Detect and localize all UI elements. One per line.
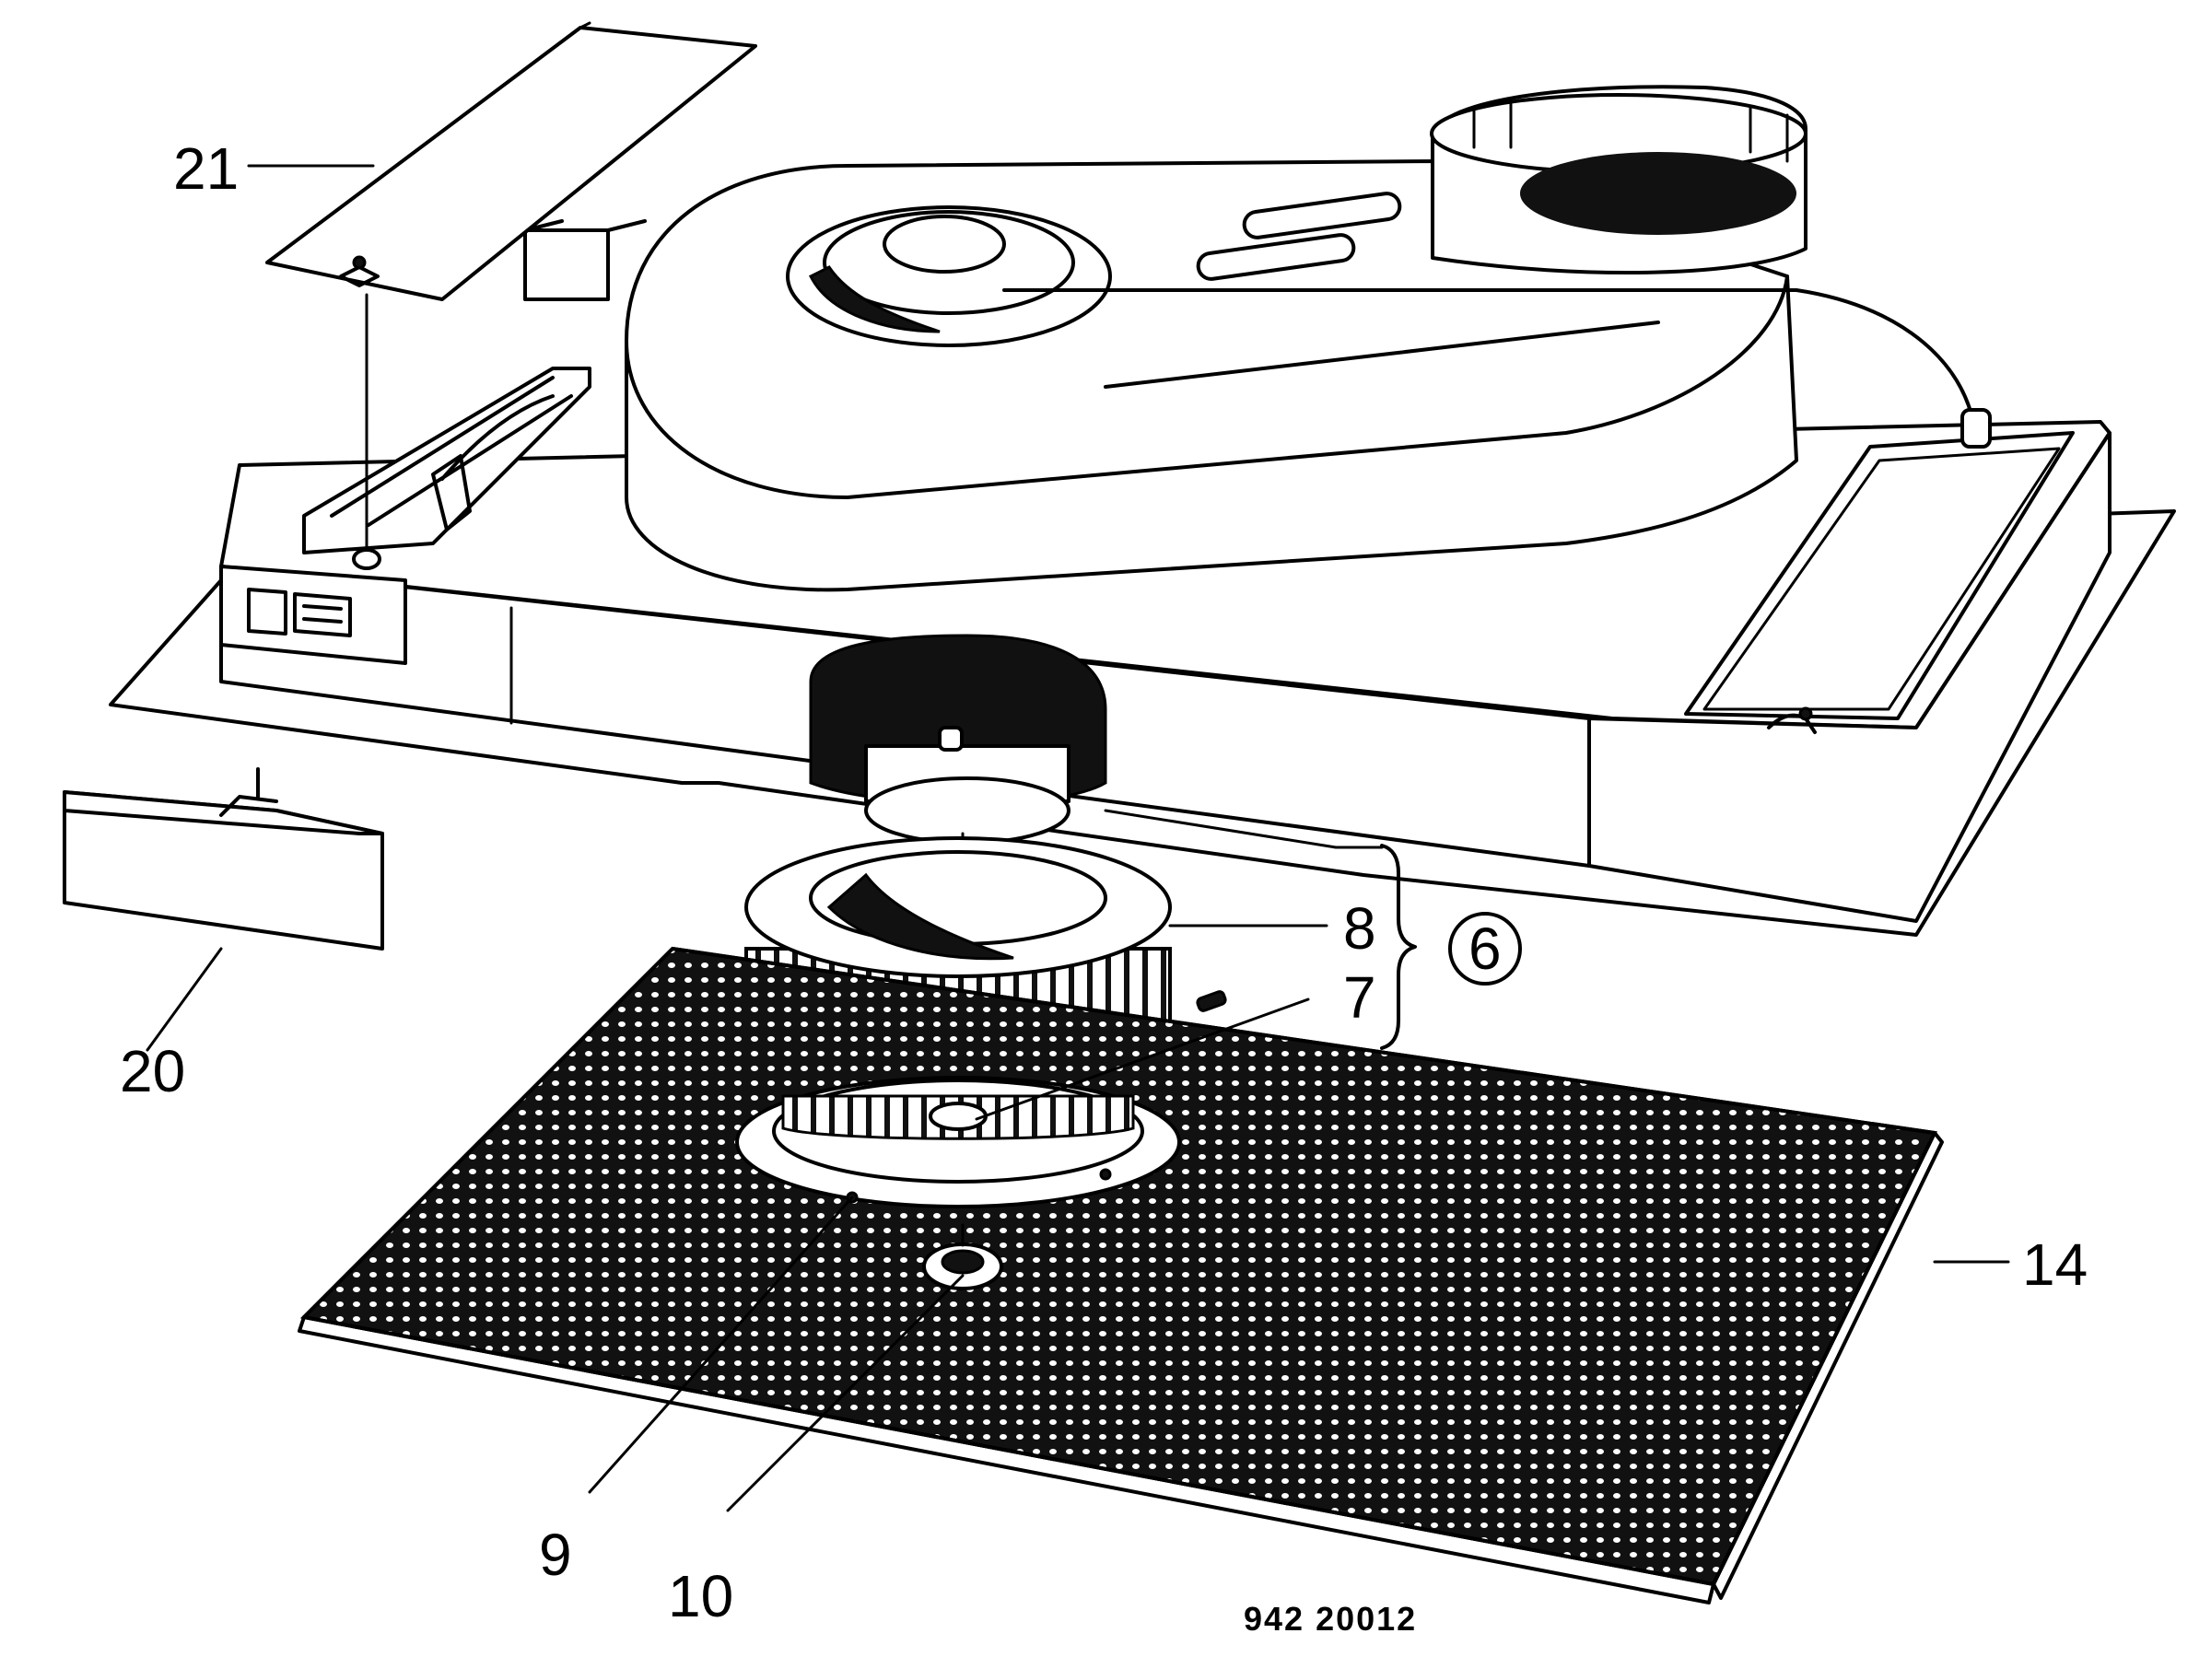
impeller-base-on-filter xyxy=(735,1076,1181,1208)
leader-lines xyxy=(588,809,2010,1512)
motor xyxy=(809,634,1107,951)
filter-panel-20 xyxy=(63,767,384,1052)
cover-plate-21 xyxy=(247,21,757,570)
drawing-code: 942 20012 xyxy=(1244,1600,1417,1638)
left-compartment xyxy=(219,219,647,665)
group-brace xyxy=(1380,844,1417,1050)
group-circle-6 xyxy=(1448,912,1522,986)
label-10: 10 xyxy=(668,1563,733,1629)
label-14: 14 xyxy=(2022,1231,2088,1298)
label-7: 7 xyxy=(1343,964,1376,1031)
label-8: 8 xyxy=(1343,895,1376,962)
label-21: 21 xyxy=(173,135,239,202)
label-9: 9 xyxy=(539,1522,572,1588)
label-6: 6 xyxy=(1468,916,1502,982)
grease-filter-14 xyxy=(298,946,1944,1604)
fan-housing xyxy=(625,85,1992,592)
label-20: 20 xyxy=(120,1038,185,1104)
shaft-7 xyxy=(1196,990,1227,1012)
nut-10 xyxy=(922,1223,1003,1290)
